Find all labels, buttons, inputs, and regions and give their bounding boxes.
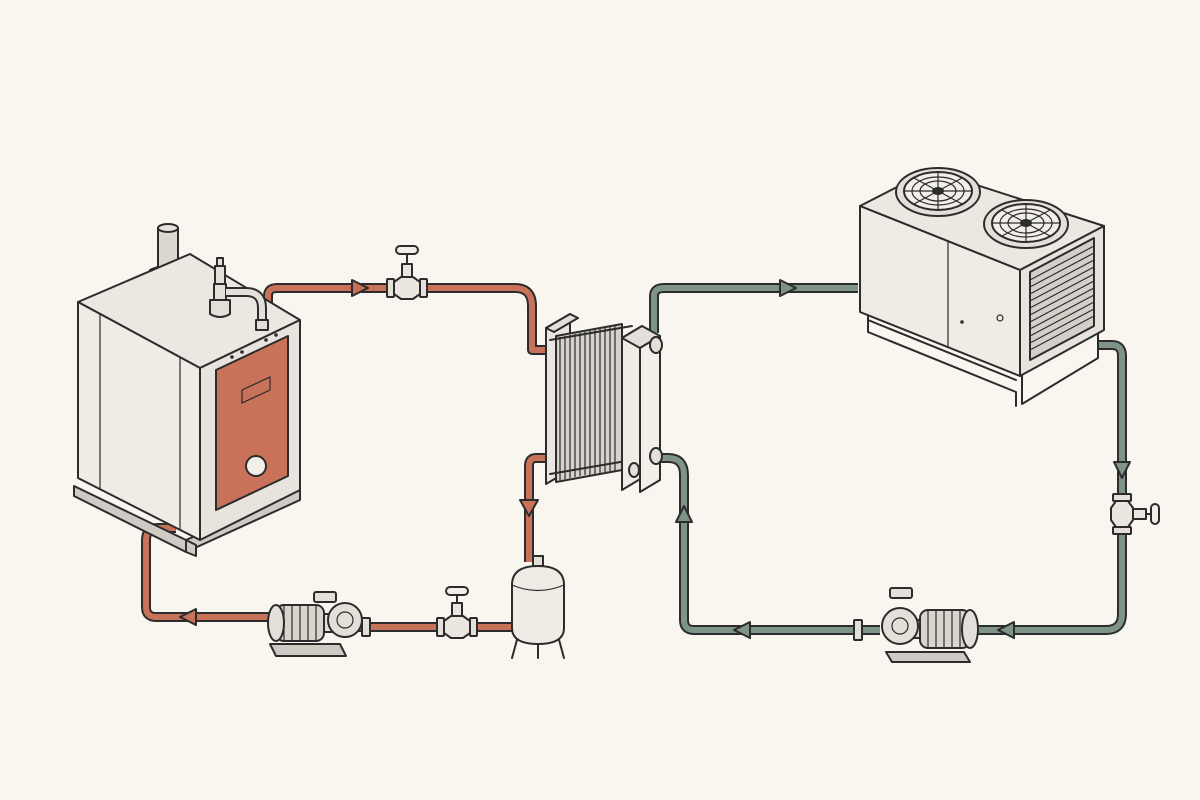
flow-arrow-icon [1113, 461, 1131, 479]
centrifugal-pump-icon [853, 587, 979, 663]
gate-valve-icon [436, 586, 478, 639]
flow-arrow-icon [779, 279, 797, 297]
hot-loop-pipes [141, 283, 548, 632]
expansion-tank-icon [511, 555, 565, 659]
dry-cooler-icon [859, 167, 1105, 407]
fan-icon [895, 167, 981, 217]
gate-valve-icon [386, 245, 428, 300]
boiler-icon [73, 223, 301, 557]
cold-loop-pipes [649, 283, 1127, 635]
flow-arrow-icon [733, 621, 751, 639]
flow-arrow-icon [179, 608, 197, 626]
flow-arrow-icon [997, 621, 1015, 639]
flow-arrow-icon [351, 279, 369, 297]
plate-heat-exchanger-icon [545, 313, 663, 493]
flow-arrows [179, 279, 1131, 639]
flow-arrow-icon [519, 499, 539, 517]
flow-arrow-icon [675, 505, 693, 523]
centrifugal-pump-icon [267, 591, 371, 657]
fan-icon [983, 199, 1069, 249]
gate-valve-icon [1110, 493, 1160, 535]
